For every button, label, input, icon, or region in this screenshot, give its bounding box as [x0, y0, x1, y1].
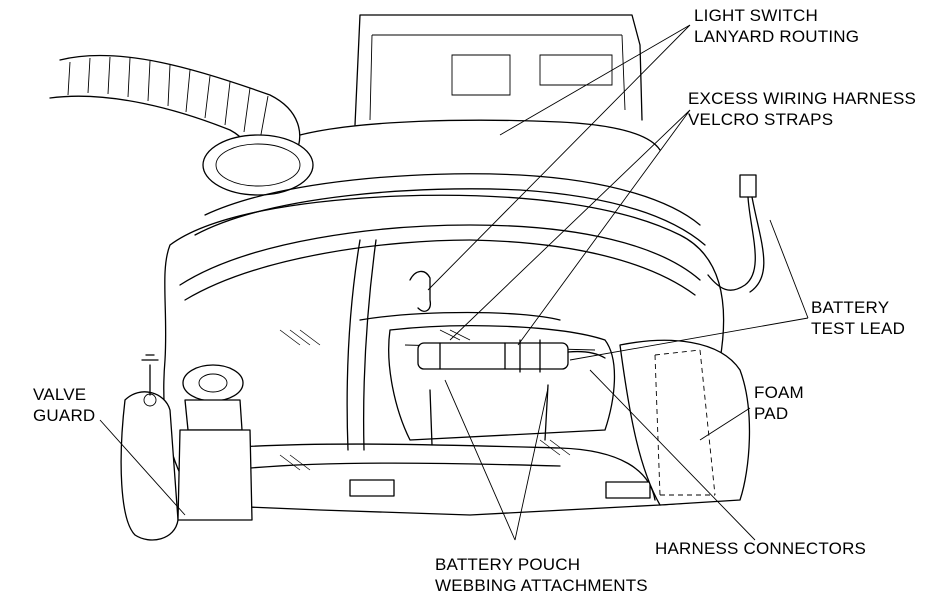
- test-lead: [707, 174, 765, 293]
- label-line: PAD: [754, 404, 789, 423]
- round-fitting: [202, 134, 314, 196]
- valve-guard-label: VALVE GUARD: [33, 384, 95, 426]
- label-line: WEBBING ATTACHMENTS: [435, 576, 648, 595]
- label-line: LANYARD ROUTING: [694, 27, 860, 46]
- foam-pad: [619, 339, 751, 506]
- battery-pouch-label: BATTERY POUCH WEBBING ATTACHMENTS: [435, 554, 648, 596]
- excess-wiring-label: EXCESS WIRING HARNESS VELCRO STRAPS: [688, 88, 916, 130]
- label-line: BATTERY: [811, 298, 890, 317]
- valve-guard: [120, 354, 253, 541]
- tank-top: [299, 14, 661, 151]
- label-line: GUARD: [33, 406, 96, 425]
- pack-body: [163, 173, 731, 516]
- label-line: LIGHT SWITCH: [694, 6, 818, 25]
- leader-lines: [99, 24, 809, 541]
- label-line: VALVE: [33, 385, 87, 404]
- label-line: BATTERY POUCH: [435, 555, 581, 574]
- foam-pad-label: FOAM PAD: [754, 382, 804, 424]
- harness-connectors-label: HARNESS CONNECTORS: [655, 538, 866, 559]
- battery-test-lead-label: BATTERY TEST LEAD: [811, 297, 905, 339]
- light-switch-label: LIGHT SWITCH LANYARD ROUTING: [694, 5, 859, 47]
- label-line: FOAM: [754, 383, 804, 402]
- label-line: EXCESS WIRING HARNESS: [688, 89, 917, 108]
- label-line: HARNESS CONNECTORS: [655, 539, 867, 558]
- label-line: VELCRO STRAPS: [688, 110, 834, 129]
- label-line: TEST LEAD: [811, 319, 906, 338]
